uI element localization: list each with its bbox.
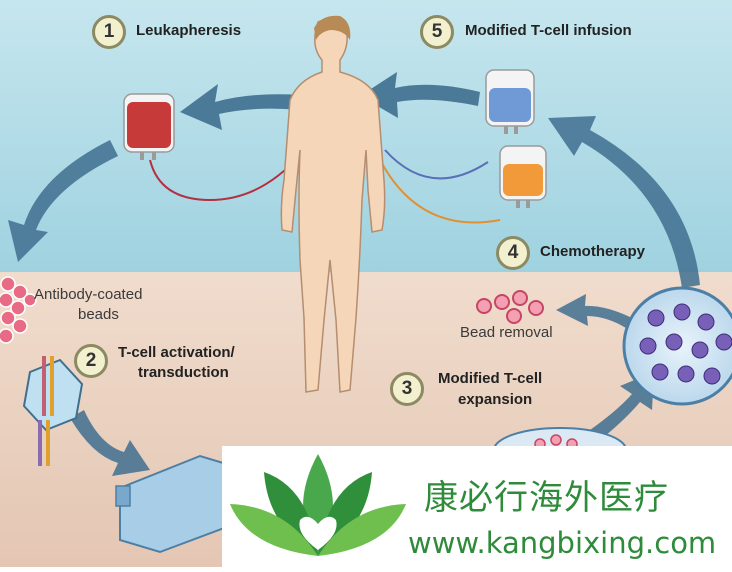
blood-bag: [123, 93, 175, 160]
bead-removal-label: Bead removal: [460, 324, 553, 341]
lotus-logo-icon: [230, 454, 406, 556]
step-3-label-line2: expansion: [458, 391, 533, 408]
step-4-label: Chemotherapy: [540, 243, 646, 260]
modified-t-cell-dish: [622, 286, 732, 406]
arrow-flask-to-culture: [70, 410, 150, 476]
step-2-label-line1: T-cell activation/: [118, 344, 235, 361]
arrow-body-to-bag: [180, 84, 300, 130]
chemo-tube: [379, 159, 501, 224]
t-cell-bag: [485, 69, 535, 134]
step-5-label: Modified T-cell infusion: [465, 22, 632, 39]
step-1-badge: 1: [92, 15, 126, 49]
transduction-hexagon: [22, 356, 84, 466]
step-1-label: Leukapheresis: [136, 22, 242, 39]
beads-label-line2: beads: [78, 306, 119, 323]
chemo-bag: [499, 145, 547, 208]
step-3-label-line1: Modified T-cell: [438, 370, 543, 387]
antibody-beads-cluster: [0, 276, 37, 344]
patient-hair: [314, 15, 351, 40]
cell-tube: [384, 149, 489, 180]
watermark-url: www.kangbixing.com: [408, 526, 717, 560]
watermark-brand: 康必行海外医疗: [424, 478, 669, 518]
step-4-badge: 4: [496, 236, 530, 270]
step-3-badge: 3: [390, 372, 424, 406]
patient-figure: [280, 18, 386, 393]
step-2-label-line2: transduction: [138, 364, 229, 381]
step-2-badge: 2: [74, 344, 108, 378]
arrow-culture-to-dish: [590, 372, 654, 440]
step-5-badge: 5: [420, 15, 454, 49]
blood-tube: [149, 154, 301, 202]
removed-beads: [476, 290, 544, 324]
arrow-infusion-to-body: [360, 72, 480, 118]
arrow-bead-removal: [556, 294, 632, 328]
beads-label-line1: Antibody-coated: [34, 286, 143, 303]
arrow-bag-to-beads: [8, 140, 118, 262]
arrow-dish-to-bag: [548, 116, 700, 288]
